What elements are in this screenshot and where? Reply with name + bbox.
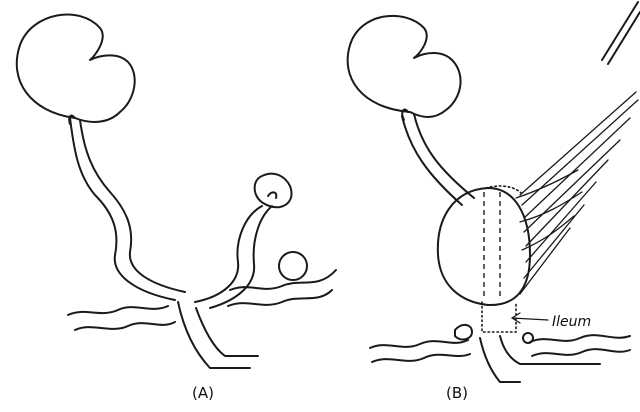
panel-a: (A) [17, 15, 336, 402]
panel-a-urethra [178, 302, 250, 368]
panel-a-label: (A) [192, 384, 214, 402]
panel-a-bowel-left [68, 306, 168, 315]
panel-b-mesentery [516, 2, 640, 294]
panel-a-bowel-right [230, 270, 336, 290]
panel-b-ureter [402, 116, 462, 205]
panel-b-kidney [348, 16, 461, 117]
panel-a-right-kidney [255, 174, 292, 208]
panel-a-cyst [279, 252, 307, 280]
panel-b-label: (B) [446, 384, 468, 402]
panel-b-bowel-left [370, 340, 468, 348]
panel-b-ileum-arrow [512, 318, 548, 320]
panel-b-left-loop [455, 325, 472, 340]
panel-b: Ileum (B) [348, 2, 640, 402]
panel-b-ileum-label: Ileum [552, 314, 591, 330]
panel-a-left-kidney [17, 15, 135, 122]
panel-b-bowel-right [530, 335, 630, 342]
